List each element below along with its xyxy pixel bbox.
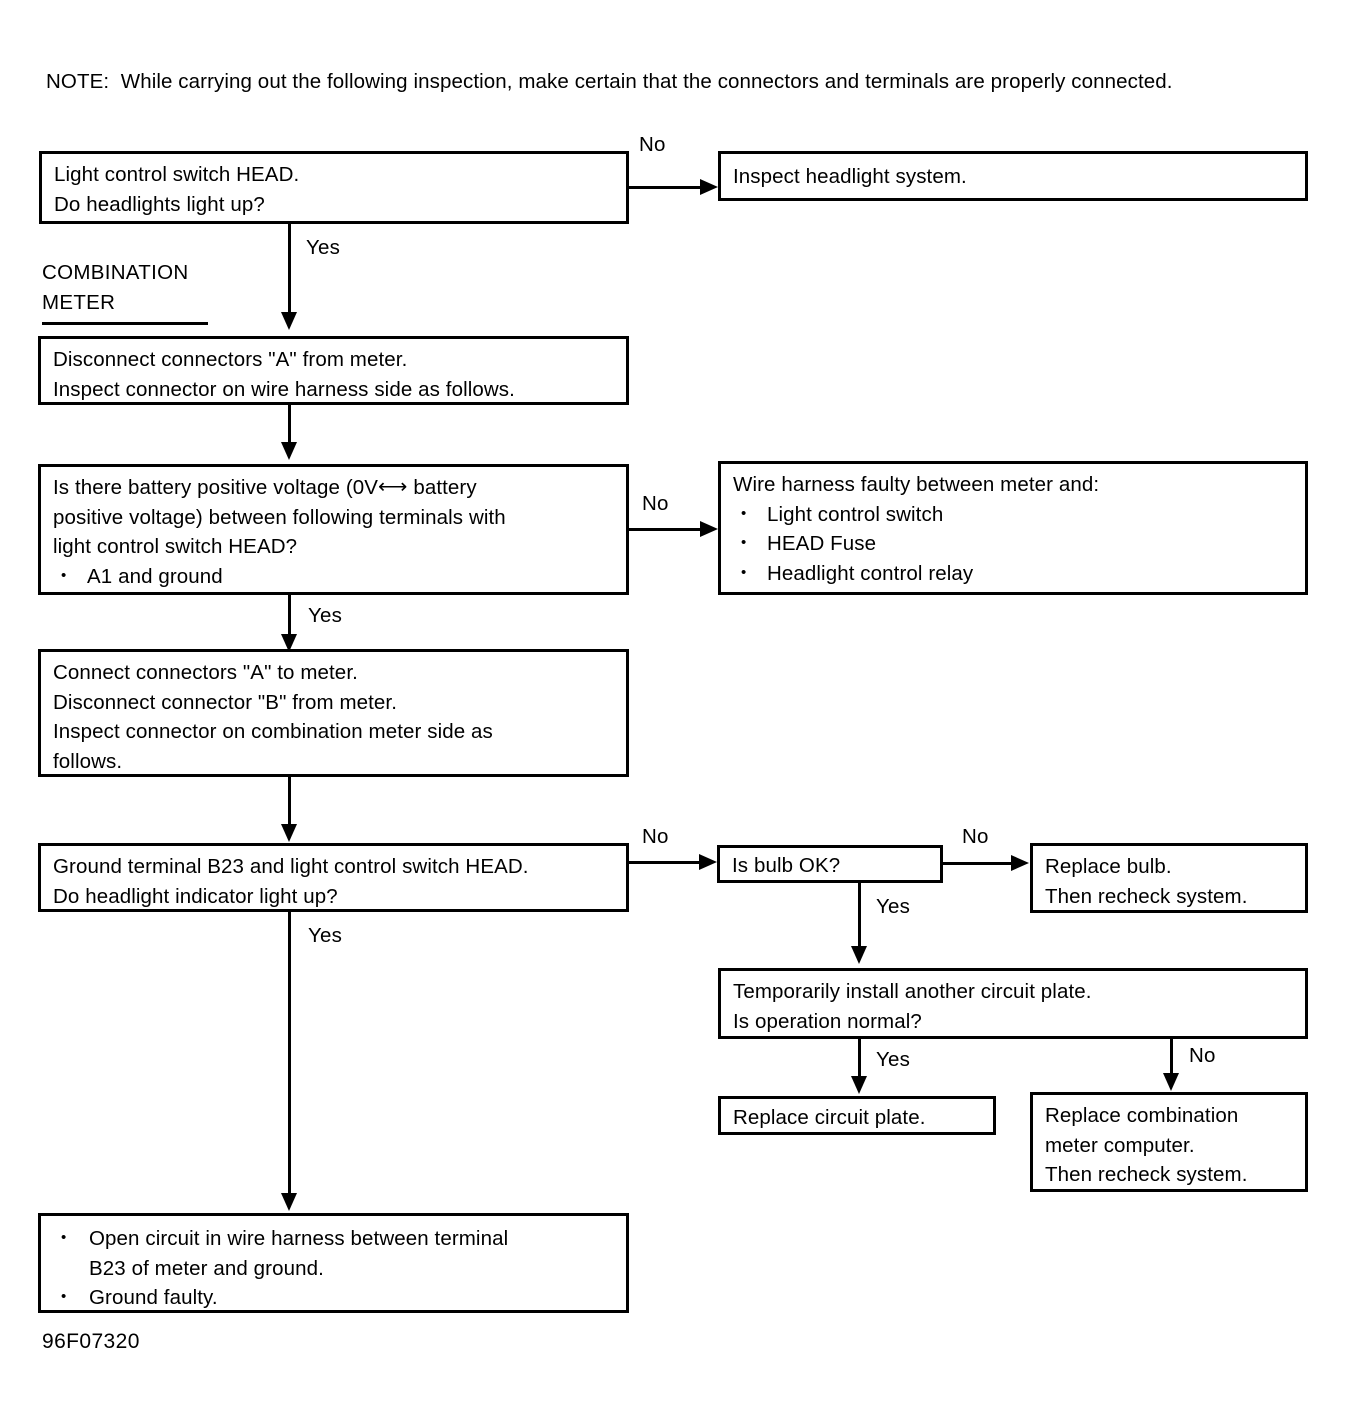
section-heading-line2: METER	[42, 291, 116, 314]
list-item: Ground faulty.	[53, 1282, 616, 1313]
edge-label-bulb-yes: Yes	[876, 895, 911, 918]
list-item: A1 and ground	[53, 561, 616, 592]
edge-headlight-no-line	[628, 186, 704, 189]
node-ground-b23-check: Ground terminal B23 and light control sw…	[38, 843, 629, 912]
list-item: Headlight control relay	[733, 558, 1295, 589]
node-voltage-line1-pre: Is there battery positive voltage (0V	[53, 476, 379, 499]
edge-label-bulb-no: No	[962, 825, 989, 848]
node-headlight-check-line2: Do headlights light up?	[54, 192, 265, 216]
node-inspect-headlight-system-line1: Inspect headlight system.	[733, 165, 967, 188]
node-wire-harness-bullet-list: Light control switch HEAD Fuse Headlight…	[733, 499, 1295, 589]
figure-caption: 96F07320	[42, 1330, 140, 1353]
edge-label-headlight-no: No	[639, 133, 666, 156]
edge-voltage-no-line	[628, 528, 704, 531]
list-item: Light control switch	[733, 499, 1295, 530]
node-disconnect-a-line1: Disconnect connectors "A" from meter.	[53, 348, 408, 371]
node-headlight-check: Light control switch HEAD. Do headlights…	[39, 151, 629, 224]
edge-label-plate-yes: Yes	[876, 1048, 911, 1071]
node-voltage-line3: light control switch HEAD?	[53, 535, 298, 558]
edge-bulb-no-line	[943, 862, 1014, 865]
node-ground-b23-line1: Ground terminal B23 and light control sw…	[53, 855, 529, 878]
node-voltage-line1: Is there battery positive voltage (0V⟷ b…	[53, 473, 616, 503]
section-heading-combination-meter: COMBINATION METER	[42, 258, 208, 325]
section-heading-underline	[42, 322, 208, 325]
edge-ground-yes-line	[288, 912, 291, 1197]
edge-voltage-yes-arrowhead	[281, 634, 297, 652]
edge-plate-no-line	[1170, 1039, 1173, 1077]
node-connect-b-line1: Connect connectors "A" to meter.	[53, 661, 358, 684]
node-connect-b-line2: Disconnect connector "B" from meter.	[53, 690, 398, 714]
node-replace-bulb: Replace bulb. Then recheck system.	[1030, 843, 1308, 913]
node-open-circuit-b1-line1: Open circuit in wire harness between ter…	[89, 1227, 509, 1250]
edge-plate-yes-arrowhead	[851, 1076, 867, 1094]
list-item: HEAD Fuse	[733, 528, 1295, 559]
node-replace-bulb-line2: Then recheck system.	[1045, 884, 1248, 908]
node-bulb-ok-line1: Is bulb OK?	[732, 854, 841, 877]
node-replace-meter-line2: meter computer.	[1045, 1133, 1195, 1157]
node-bulb-ok-check: Is bulb OK?	[717, 845, 943, 883]
bidirectional-arrow-icon: ⟷	[378, 475, 408, 498]
node-battery-voltage-check: Is there battery positive voltage (0V⟷ b…	[38, 464, 629, 595]
edge-label-plate-no: No	[1189, 1044, 1216, 1067]
node-circuit-plate-line2: Is operation normal?	[733, 1009, 922, 1033]
node-wire-harness-title: Wire harness faulty between meter and:	[733, 473, 1100, 496]
node-voltage-line1-post: battery	[407, 476, 477, 499]
node-circuit-plate-line1: Temporarily install another circuit plat…	[733, 980, 1092, 1003]
node-open-circuit-result: Open circuit in wire harness between ter…	[38, 1213, 629, 1313]
node-replace-meter-line1: Replace combination	[1045, 1104, 1239, 1127]
node-headlight-check-line1: Light control switch HEAD.	[54, 163, 300, 186]
edge-disconnect-to-voltage-arrowhead	[281, 442, 297, 460]
edge-label-ground-yes: Yes	[308, 924, 343, 947]
edge-label-ground-no: No	[642, 825, 669, 848]
edge-label-headlight-yes: Yes	[306, 236, 341, 259]
edge-ground-no-arrowhead	[699, 854, 717, 870]
node-connect-a-disconnect-b: Connect connectors "A" to meter. Disconn…	[38, 649, 629, 777]
node-disconnect-a-line2: Inspect connector on wire harness side a…	[53, 377, 515, 401]
edge-bulb-yes-line	[858, 883, 861, 949]
edge-label-voltage-no: No	[642, 492, 669, 515]
list-item: Open circuit in wire harness between ter…	[53, 1223, 616, 1283]
note-block: NOTE: While carrying out the following i…	[46, 66, 1276, 98]
edge-plate-no-arrowhead	[1163, 1073, 1179, 1091]
node-disconnect-connectors-a: Disconnect connectors "A" from meter. In…	[38, 336, 629, 405]
edge-plate-yes-line	[858, 1039, 861, 1079]
node-replace-meter-computer: Replace combination meter computer. Then…	[1030, 1092, 1308, 1192]
node-replace-circuit-plate: Replace circuit plate.	[718, 1096, 996, 1135]
node-connect-b-line4: follows.	[53, 749, 123, 773]
note-text: While carrying out the following inspect…	[120, 70, 1173, 93]
node-ground-b23-line2: Do headlight indicator light up?	[53, 884, 338, 908]
edge-voltage-no-arrowhead	[700, 521, 718, 537]
node-voltage-bullet-list: A1 and ground	[53, 561, 616, 592]
edge-bulb-no-arrowhead	[1011, 855, 1029, 871]
edge-disconnect-to-voltage-line	[288, 405, 291, 445]
node-inspect-headlight-system: Inspect headlight system.	[718, 151, 1308, 201]
edge-connect-to-ground-arrowhead	[281, 824, 297, 842]
edge-voltage-yes-line	[288, 595, 291, 642]
edge-label-voltage-yes: Yes	[308, 604, 343, 627]
node-open-circuit-b1-line2: B23 of meter and ground.	[89, 1256, 324, 1280]
note-label: NOTE:	[46, 70, 110, 93]
edge-headlight-yes-line	[288, 224, 291, 316]
node-replace-meter-line3: Then recheck system.	[1045, 1163, 1248, 1186]
node-replace-bulb-line1: Replace bulb.	[1045, 855, 1172, 878]
edge-headlight-yes-arrowhead	[281, 312, 297, 330]
node-replace-circuit-plate-line1: Replace circuit plate.	[733, 1106, 926, 1129]
edge-ground-no-line	[628, 861, 703, 864]
edge-connect-to-ground-line	[288, 777, 291, 831]
edge-ground-yes-arrowhead	[281, 1193, 297, 1211]
node-wire-harness-faulty: Wire harness faulty between meter and: L…	[718, 461, 1308, 595]
node-connect-b-line3: Inspect connector on combination meter s…	[53, 720, 493, 743]
edge-bulb-yes-arrowhead	[851, 946, 867, 964]
edge-headlight-no-arrowhead	[700, 179, 718, 195]
node-open-circuit-bullet-list: Open circuit in wire harness between ter…	[53, 1223, 616, 1313]
node-voltage-line2: positive voltage) between following term…	[53, 505, 506, 529]
section-heading-line1: COMBINATION	[42, 261, 189, 284]
node-circuit-plate-check: Temporarily install another circuit plat…	[718, 968, 1308, 1039]
